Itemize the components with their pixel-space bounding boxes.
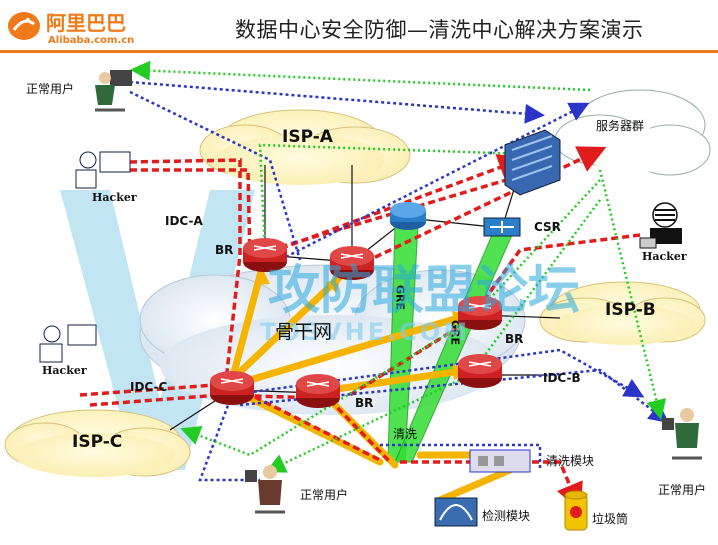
normal-user-bottom-label: 正常用户: [300, 488, 349, 502]
logo-text: 阿里巴巴: [46, 11, 126, 35]
router-idc-b: [458, 354, 502, 388]
watermark-v-shape: [60, 190, 255, 470]
header-divider: [0, 50, 718, 53]
switch-top: [390, 202, 426, 230]
hacker-right-label: Hacker: [642, 250, 687, 263]
cleaning-module-label: 清洗模块: [546, 454, 595, 468]
watermark-sub: TOSVHE.COM: [260, 318, 471, 346]
router-br-idc-a: [243, 238, 287, 272]
idc-a-label: IDC-A: [165, 214, 203, 228]
watermark-text: 攻防联盟论坛: [268, 261, 581, 321]
br-label-2: BR: [505, 332, 524, 346]
router-idc-c: [210, 371, 254, 405]
hacker-left-label: Hacker: [42, 364, 87, 377]
detect-module-device: [434, 497, 478, 527]
normal-user-bottom-icon: [245, 465, 285, 514]
hacker-left-top-icon: [75, 151, 131, 189]
isp-b-cloud: [539, 281, 706, 345]
normal-flows: [130, 60, 667, 473]
br-label-1: BR: [215, 243, 234, 257]
garbage-bin: [564, 490, 588, 531]
router-top-middle: [330, 246, 374, 280]
server-rack: [504, 129, 561, 196]
hacker-right-icon: [639, 202, 682, 249]
router-br-right-top: [458, 296, 502, 330]
cleaning-center-label: 清洗: [393, 427, 418, 441]
routers: [210, 129, 561, 408]
switch-csr: [483, 217, 521, 237]
server-group-label: 服务器群: [596, 119, 645, 133]
normal-user-top-icon: [95, 70, 132, 112]
logo-sub: Alibaba.com.cn: [48, 35, 134, 46]
clean-flows: [228, 264, 514, 504]
gre-label-2: GRE: [449, 320, 462, 345]
garbage-label: 垃圾筒: [592, 512, 629, 526]
page-title: 数据中心安全防御—清洗中心解决方案演示: [235, 18, 644, 42]
cleaning-module-device: [469, 449, 531, 473]
hacker-left-icon: [39, 324, 97, 363]
normal-user-top-label: 正常用户: [26, 82, 75, 96]
isp-c-cloud: [4, 409, 191, 477]
csr-label: CSR: [534, 220, 561, 234]
isp-a-label: ISP-A: [282, 127, 333, 147]
normal-user-right-label: 正常用户: [658, 483, 707, 497]
detect-module-label: 检测模块: [482, 509, 531, 523]
alibaba-logo-icon: 阿里巴巴 Alibaba.com.cn: [8, 11, 134, 46]
control-flows: [129, 80, 669, 482]
idc-b-label: IDC-B: [543, 371, 581, 385]
normal-user-right-icon: [662, 408, 702, 460]
br-label-3: BR: [355, 396, 374, 410]
idc-c-label: IDC-C: [130, 380, 168, 394]
backbone-label: 骨干网: [275, 321, 333, 343]
gre-label-1: GRE: [394, 285, 407, 310]
isp-b-label: ISP-B: [605, 300, 656, 320]
alibaba-logo: 阿里巴巴 Alibaba.com.cn: [4, 6, 184, 46]
hacker-left-top-label: Hacker: [92, 191, 137, 204]
isp-c-label: ISP-C: [72, 432, 123, 452]
header-bar: 阿里巴巴 Alibaba.com.cn 数据中心安全防御—清洗中心解决方案演示: [0, 0, 718, 53]
router-br-bottom: [296, 374, 340, 408]
